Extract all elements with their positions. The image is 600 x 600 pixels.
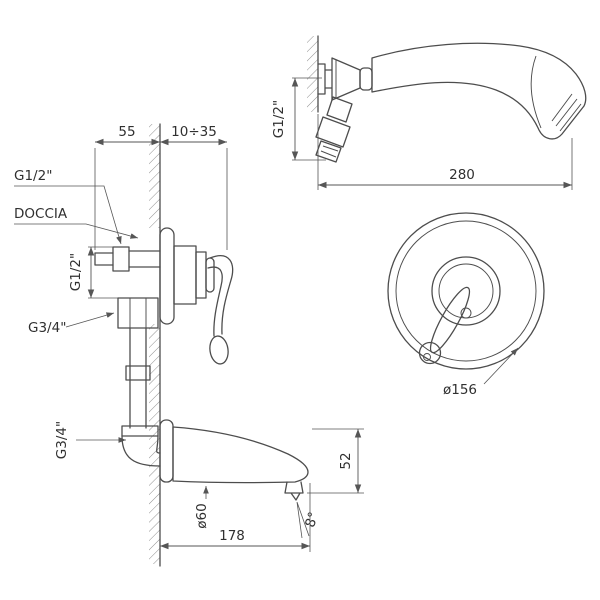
dim-52-label: 52 bbox=[338, 452, 354, 469]
shower-handle bbox=[371, 42, 587, 140]
valve-body bbox=[173, 245, 197, 305]
shower-thread-label: G1/2" bbox=[271, 100, 287, 138]
wall-hatch-top bbox=[149, 124, 160, 228]
mixer-side-view: 55 10÷35 G1/2" DOCCIA bbox=[14, 123, 364, 567]
elbow-nut bbox=[121, 425, 159, 437]
dim-55-ext bbox=[94, 148, 228, 250]
label-g12-inlet: G1/2" bbox=[14, 168, 122, 245]
g12-valve-label: G1/2" bbox=[68, 253, 84, 291]
label-doccia: DOCCIA bbox=[14, 206, 139, 239]
valve-cap bbox=[205, 257, 215, 293]
shower-bracket-joint bbox=[359, 67, 373, 91]
doccia-label: DOCCIA bbox=[14, 206, 68, 222]
dim-52: 52 bbox=[307, 428, 364, 494]
plate-outer-circle bbox=[387, 212, 545, 370]
dim-280-label: 280 bbox=[449, 167, 475, 183]
lever-knob-tip bbox=[423, 353, 431, 361]
wall-hatch-shower bbox=[307, 36, 318, 112]
wall-hatch-bottom bbox=[149, 324, 160, 564]
elbow-curve bbox=[121, 435, 161, 467]
dia60-label: ø60 bbox=[194, 503, 210, 528]
dia156-label: ø156 bbox=[443, 382, 477, 398]
dim-178-label: 178 bbox=[219, 528, 245, 544]
g34-pipe-label: G3/4" bbox=[54, 421, 70, 459]
label-g34-tee: G3/4" bbox=[28, 312, 115, 336]
pipe-lines bbox=[129, 327, 147, 429]
spout-body bbox=[172, 426, 309, 484]
inlet-nut bbox=[112, 246, 130, 272]
cap-outer-circle bbox=[431, 256, 501, 326]
g34-tee-leader bbox=[65, 312, 115, 328]
dim-280-ext bbox=[317, 114, 573, 190]
g34-tee-label: G3/4" bbox=[28, 320, 66, 336]
dim-280: 280 bbox=[317, 114, 573, 190]
hand-shower-view: G1/2" 280 bbox=[271, 35, 587, 190]
lever-side bbox=[207, 255, 234, 337]
cap-inner-circle bbox=[438, 263, 494, 319]
shower-bracket bbox=[317, 57, 361, 101]
mixer-valve bbox=[159, 227, 234, 365]
tee-fitting bbox=[117, 297, 159, 329]
spout: 8° bbox=[159, 419, 322, 539]
dim-10-35-label: 10÷35 bbox=[171, 124, 217, 140]
dim-g12-valve: G1/2" bbox=[68, 246, 118, 299]
tee-facets bbox=[129, 298, 147, 328]
dim-55-label: 55 bbox=[118, 124, 135, 140]
g12-inlet-label: G1/2" bbox=[14, 168, 52, 184]
lever-front bbox=[429, 286, 471, 354]
connector-threads bbox=[320, 145, 339, 158]
pipe-coupling bbox=[125, 365, 151, 381]
spray-angle-label: 8° bbox=[302, 510, 322, 530]
dim-178: 178 bbox=[160, 483, 311, 552]
dia156-leader bbox=[483, 347, 519, 385]
shower-head-face bbox=[530, 55, 582, 132]
spout-outlet bbox=[284, 481, 304, 501]
elbow-fitting bbox=[121, 425, 161, 467]
g12-inlet-leader bbox=[14, 185, 122, 245]
label-g34-pipe: G3/4" bbox=[54, 421, 126, 459]
shower-hose-connector bbox=[315, 96, 353, 163]
lever-knob-side bbox=[209, 335, 229, 365]
cap-screw bbox=[460, 307, 472, 319]
dim-g12-shower: G1/2" bbox=[271, 77, 326, 161]
dim-dia60: ø60 bbox=[194, 486, 210, 529]
spray-angle-lines bbox=[296, 501, 310, 539]
inlet-pipe bbox=[128, 250, 161, 268]
label-dia156: ø156 bbox=[443, 347, 519, 398]
down-pipe bbox=[125, 327, 151, 429]
dim-10-35: 10÷35 bbox=[160, 124, 227, 146]
mixer-front-view: ø156 bbox=[387, 212, 545, 398]
tee-body bbox=[117, 297, 159, 329]
doccia-leader bbox=[14, 223, 139, 239]
spout-flange bbox=[159, 419, 174, 483]
dim-52-ext bbox=[307, 428, 364, 494]
plate-inner-circle bbox=[395, 220, 537, 362]
inlet-fitting bbox=[94, 246, 161, 272]
escutcheon-side bbox=[159, 227, 175, 325]
lever-knob-front bbox=[418, 341, 442, 365]
inlet-stub bbox=[94, 252, 114, 266]
dim-55: 55 bbox=[94, 124, 228, 250]
valve-cartridge bbox=[195, 251, 207, 299]
